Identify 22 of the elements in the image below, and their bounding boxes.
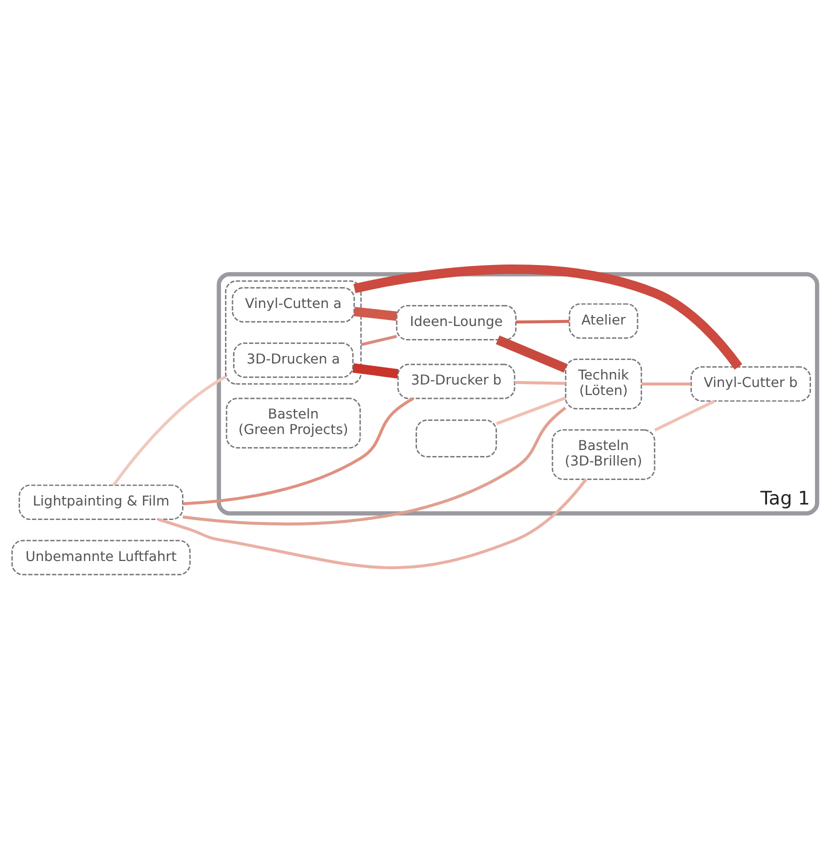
node-box: Basteln (Green Projects) <box>226 397 361 448</box>
node-box: Ideen-Lounge <box>396 304 517 340</box>
node-box: 3D-Drucker b <box>397 363 516 399</box>
node-box: Lightpainting & Film <box>18 484 184 520</box>
node-box: Technik (Löten) <box>564 358 642 409</box>
connector <box>514 380 566 384</box>
connector <box>360 334 398 346</box>
connector <box>516 319 570 324</box>
node-box: Unbemannte Luftfahrt <box>11 539 191 575</box>
cluster <box>225 280 362 384</box>
connector <box>654 399 716 431</box>
connector <box>182 406 566 525</box>
node-box: 3D-Drucken a <box>233 342 354 378</box>
node-box <box>416 418 497 457</box>
node-box: Atelier <box>568 302 638 338</box>
connector <box>496 396 566 425</box>
connector <box>641 382 692 385</box>
node-box: Basteln (3D-Brillen) <box>552 428 656 480</box>
node-box: Vinyl-Cutten a <box>232 286 355 322</box>
connector <box>182 396 414 505</box>
node-box: Vinyl-Cutter b <box>690 366 811 402</box>
connector <box>353 264 742 370</box>
